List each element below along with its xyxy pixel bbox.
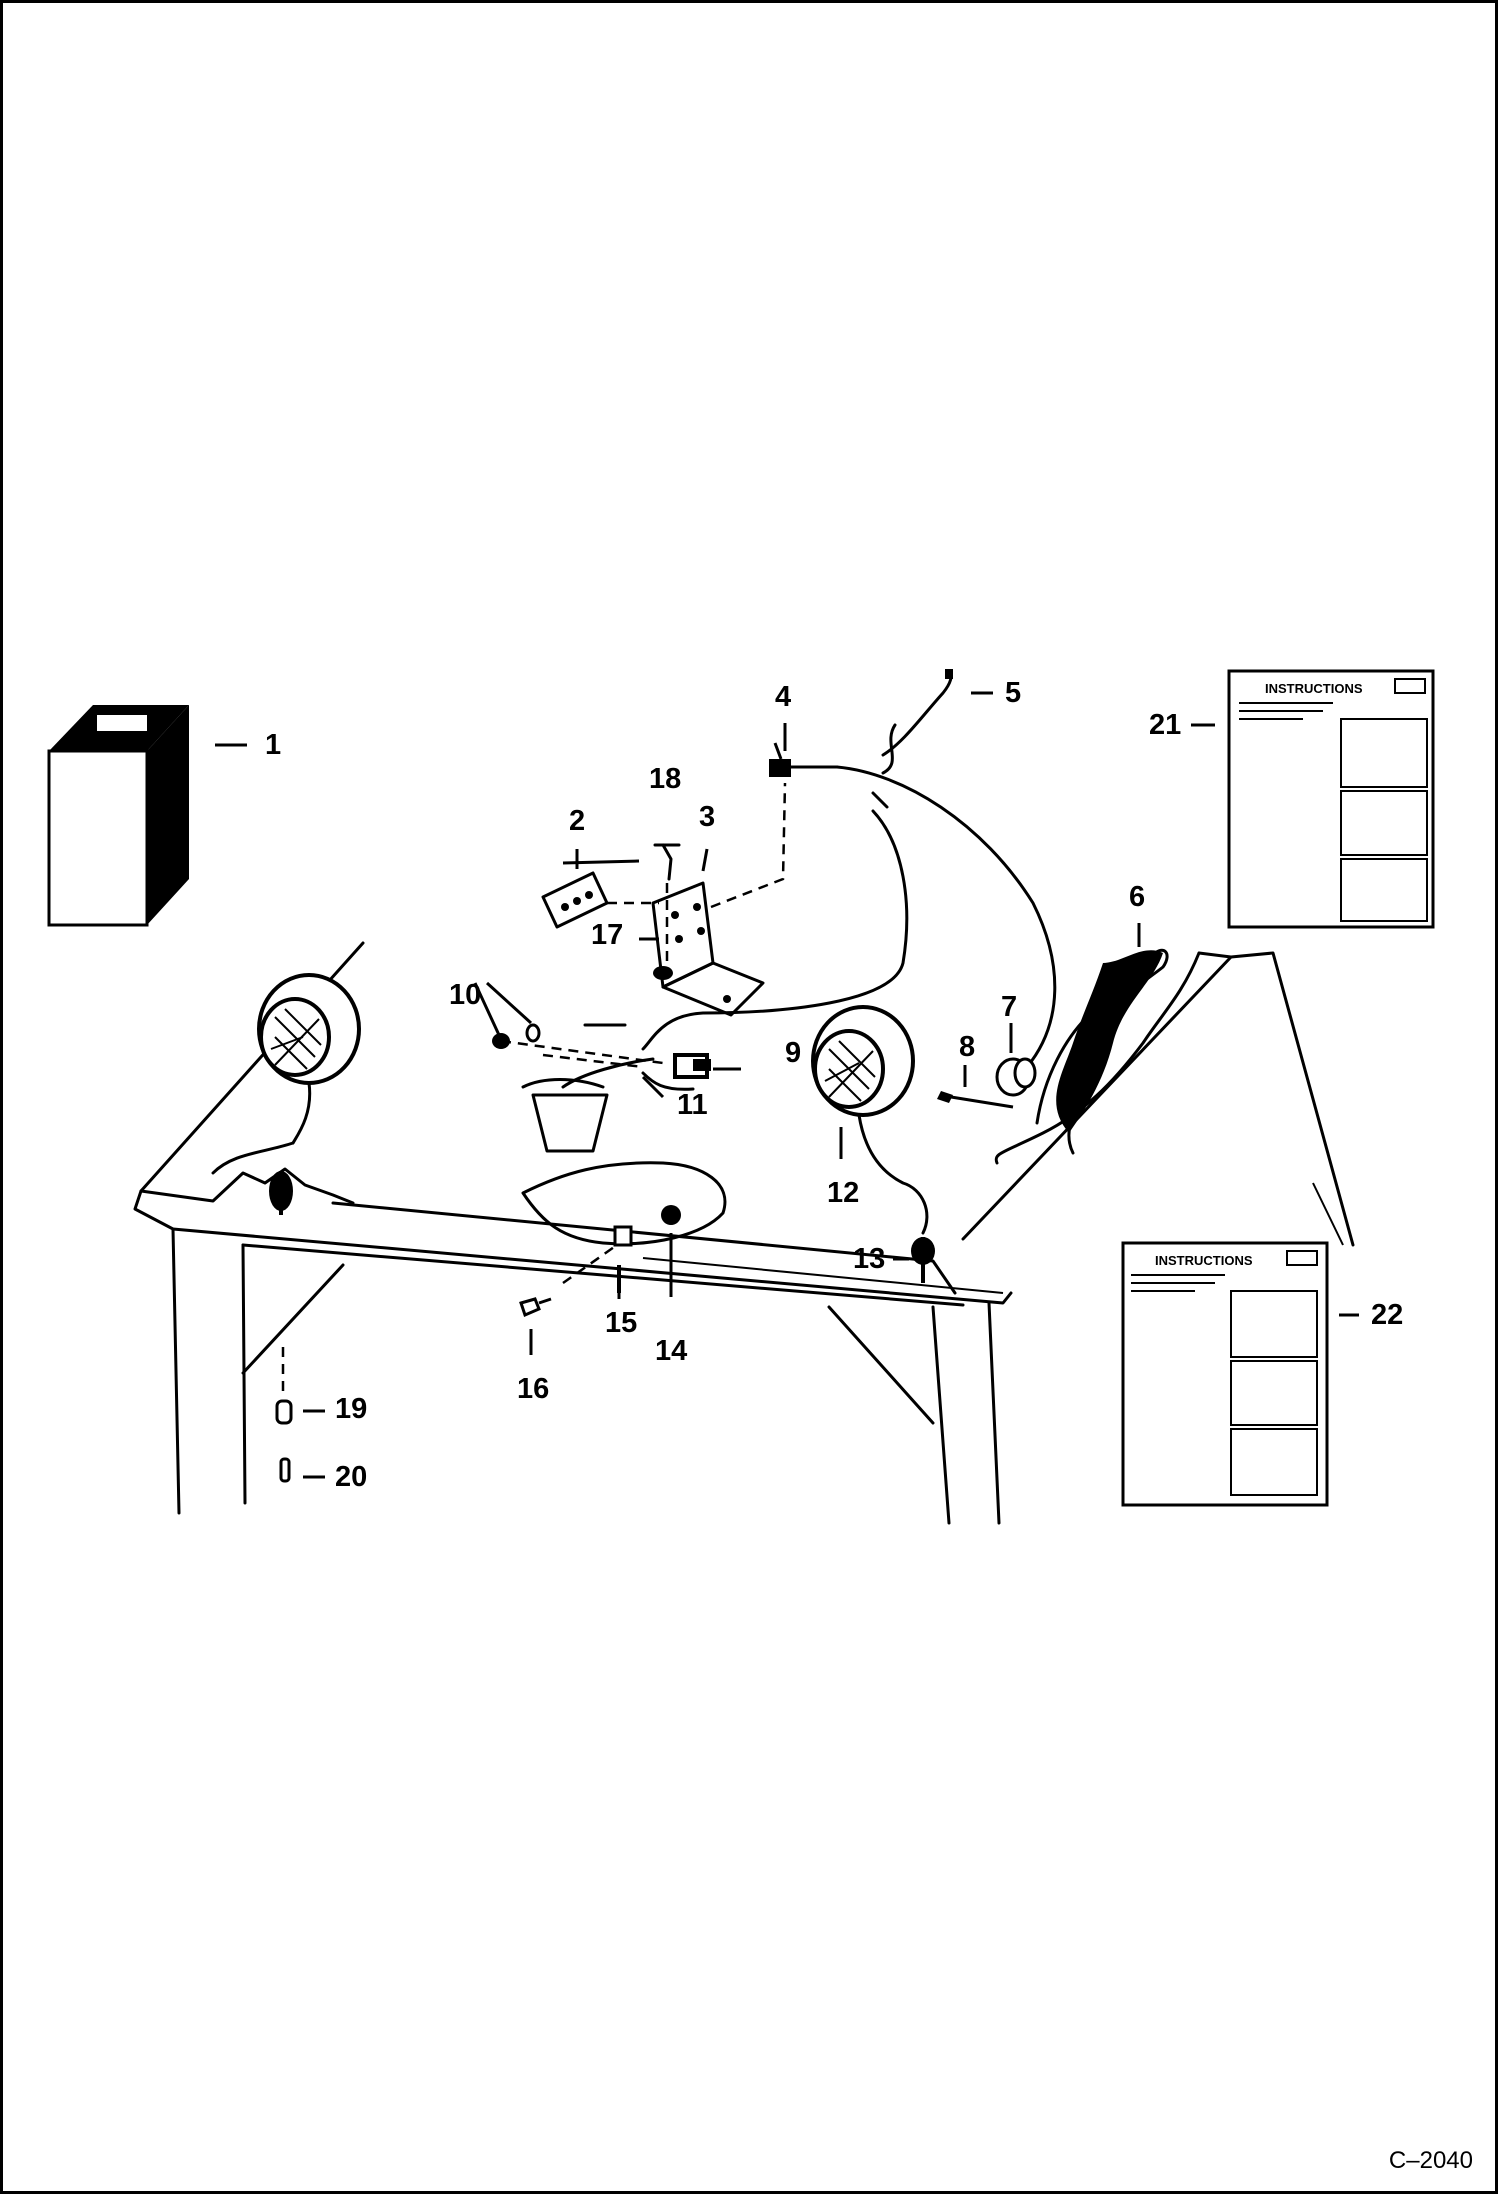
callout-16: 16 bbox=[517, 1373, 550, 1405]
work-light-right bbox=[811, 1005, 935, 1283]
callout-7: 7 bbox=[1001, 991, 1018, 1023]
callout-14: 14 bbox=[655, 1335, 688, 1367]
callout-17: 17 bbox=[591, 919, 624, 951]
fuse-parts-19-20 bbox=[275, 1347, 293, 1483]
exploded-view-drawing: INSTRUCTIONS INSTRUCTIONS bbox=[47, 669, 1435, 1525]
callout-4: 4 bbox=[775, 681, 792, 713]
callout-5: 5 bbox=[1005, 677, 1022, 709]
figure-code: C–2040 bbox=[1388, 2147, 1473, 2174]
callout-18: 18 bbox=[649, 763, 682, 795]
callout-1: 1 bbox=[265, 729, 282, 761]
callout-13: 13 bbox=[853, 1243, 886, 1275]
callout-11: 11 bbox=[677, 1089, 708, 1121]
switch-part-4 bbox=[769, 742, 839, 777]
callout-8: 8 bbox=[959, 1031, 976, 1063]
callout-2: 2 bbox=[569, 805, 586, 837]
callout-leaders bbox=[215, 691, 1359, 1479]
plug-part-7 bbox=[995, 1057, 1037, 1097]
instruction-sheet-22-title: INSTRUCTIONS bbox=[1155, 1253, 1253, 1268]
cab-frame bbox=[133, 859, 1355, 1525]
coiled-cord-part-6 bbox=[1035, 948, 1169, 1155]
instruction-sheet-21-title: INSTRUCTIONS bbox=[1265, 681, 1363, 696]
carton-part-1 bbox=[47, 705, 189, 927]
switch-bracket-assembly bbox=[541, 782, 787, 1017]
grommet-and-clip bbox=[519, 1205, 681, 1318]
callout-12: 12 bbox=[827, 1177, 860, 1209]
callout-22: 22 bbox=[1371, 1299, 1404, 1331]
callout-15: 15 bbox=[605, 1307, 638, 1339]
callout-9: 9 bbox=[785, 1037, 802, 1069]
callout-21: 21 bbox=[1149, 709, 1182, 741]
harness-wires bbox=[641, 669, 1057, 1069]
instruction-sheet-22: INSTRUCTIONS bbox=[1121, 1241, 1329, 1507]
callout-19: 19 bbox=[335, 1393, 368, 1425]
socket-assembly bbox=[492, 1023, 711, 1153]
instruction-sheet-21: INSTRUCTIONS bbox=[1227, 669, 1435, 929]
callout-3: 3 bbox=[699, 801, 716, 833]
screw-part-8 bbox=[937, 1091, 1014, 1109]
work-light-left bbox=[211, 973, 361, 1215]
callout-6: 6 bbox=[1129, 881, 1146, 913]
callout-20: 20 bbox=[335, 1461, 368, 1493]
callout-10: 10 bbox=[449, 979, 482, 1011]
